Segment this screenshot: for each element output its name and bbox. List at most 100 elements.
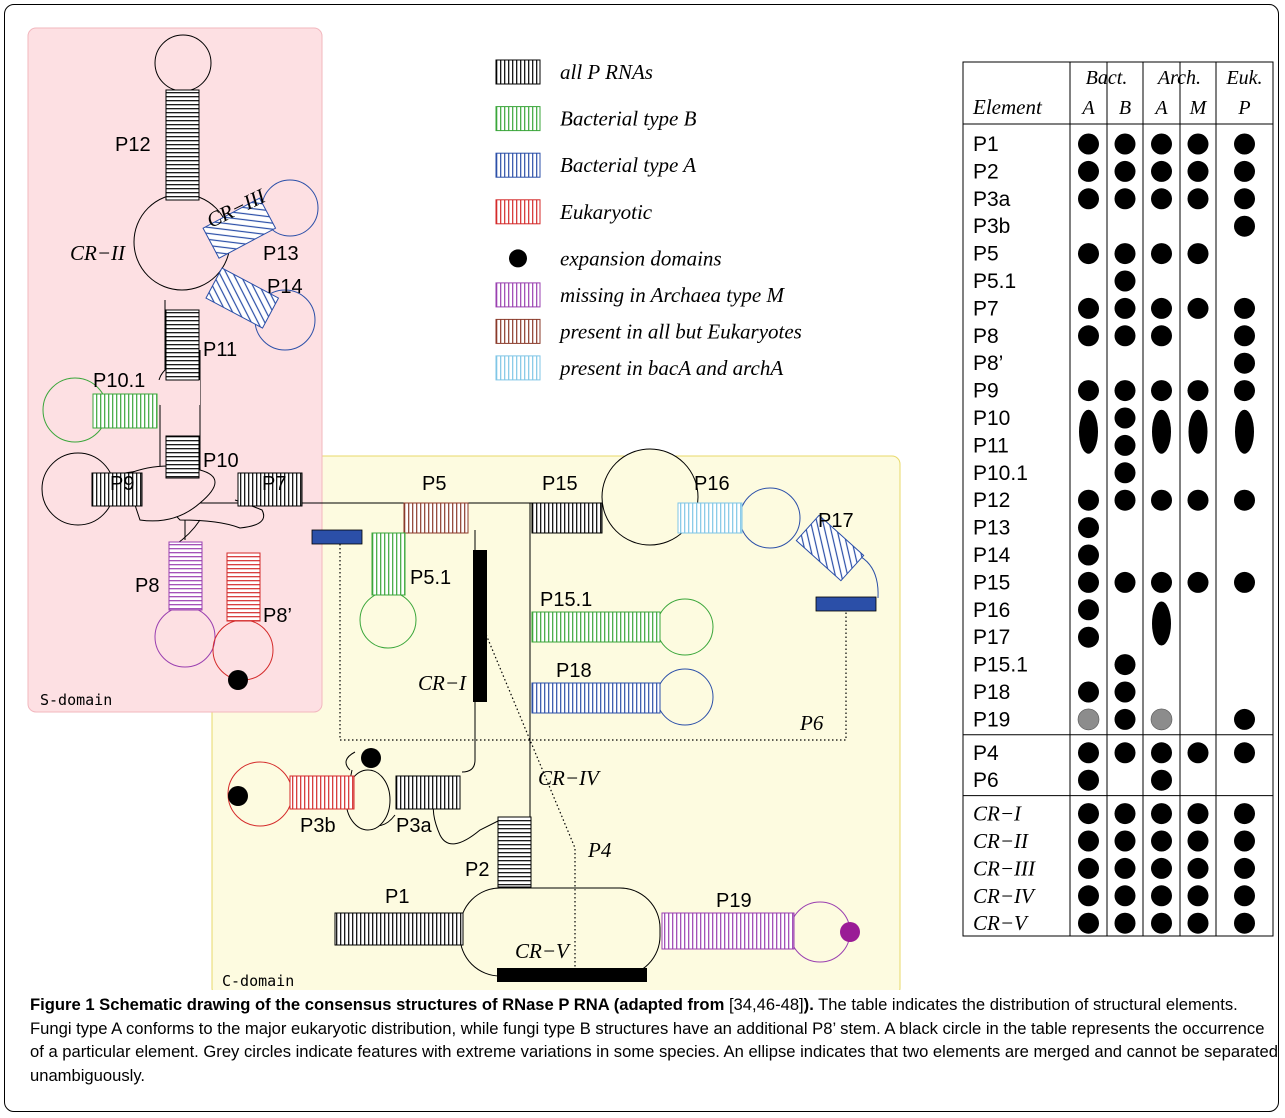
p15-stem [531, 502, 603, 534]
occurrence-dot [1078, 297, 1099, 319]
occurrence-dot [1234, 912, 1255, 934]
occurrence-dot [1187, 297, 1209, 319]
caption-lead-close: ). [803, 995, 814, 1014]
occurrence-dot [1234, 830, 1255, 852]
occurrence-dot [1078, 681, 1099, 703]
occurrence-dot [1114, 708, 1136, 730]
p8p-stem [226, 552, 261, 622]
occurrence-dot [1078, 188, 1099, 210]
occurrence-dot [1078, 571, 1099, 593]
label-p18: P18 [556, 660, 592, 682]
legend-label: Eukaryotic [559, 200, 653, 224]
table-row-label: P1 [973, 133, 999, 156]
p18-stem [531, 682, 661, 714]
occurrence-dot [1187, 380, 1209, 402]
table-column-header: P [1237, 97, 1250, 119]
expansion-dot [361, 748, 381, 768]
p7-stem [237, 472, 303, 507]
table-row-label: P16 [973, 599, 1010, 622]
s-domain-label: S-domain [40, 691, 112, 709]
label-p6: P6 [799, 711, 824, 735]
occurrence-dot [1151, 188, 1172, 210]
table-row-label: CR−IV [973, 884, 1036, 908]
label-cr4: CR−IV [538, 766, 601, 790]
occurrence-dot [1187, 133, 1209, 155]
occurrence-dot [1114, 885, 1136, 907]
cr5-bar [497, 968, 647, 982]
backbone [124, 300, 600, 888]
legend-swatch-icon [495, 282, 541, 308]
cr-bars [311, 529, 877, 982]
p12-stem [165, 89, 200, 201]
p8-stem [168, 541, 203, 611]
table-row-label: P14 [973, 544, 1011, 567]
caption-body: The table indicates the distribution of … [30, 995, 1278, 1085]
occurrence-dot [1151, 160, 1172, 182]
table-row-label: P8 [973, 325, 999, 348]
expansion-dot [228, 786, 248, 806]
p2-stem [497, 816, 532, 888]
p5-1-stem [371, 532, 406, 596]
occurrence-dot [1151, 885, 1172, 907]
occurrence-dot [1151, 830, 1172, 852]
merged-ellipse [1152, 409, 1171, 454]
legend-label: present in all but Eukaryotes [558, 319, 802, 343]
occurrence-dot [1078, 544, 1099, 566]
occurrence-dot [1151, 769, 1172, 791]
occurrence-dot [1114, 407, 1136, 429]
occurrence-dot [1234, 215, 1255, 237]
table-row-label: P5.1 [973, 270, 1016, 293]
occurrence-dot [1151, 380, 1172, 402]
table-row-label: P9 [973, 380, 999, 403]
occurrence-dot [1114, 654, 1136, 676]
occurrence-dot [1114, 243, 1136, 265]
table-column-header: B [1119, 97, 1131, 119]
caption-references: [34,46-48] [728, 995, 804, 1014]
occurrence-dot [1151, 489, 1172, 511]
c-domain-label: C-domain [222, 972, 294, 990]
legend-swatch-icon [495, 106, 541, 132]
pseudoknots [339, 544, 847, 968]
occurrence-dot [1187, 885, 1209, 907]
table-row-label: P18 [973, 681, 1010, 704]
table-row-label: P6 [973, 769, 999, 792]
expansion-dot [840, 922, 860, 942]
legend-swatch-icon [495, 152, 541, 178]
table-row-label: P11 [973, 434, 1009, 457]
expansion-dots [228, 670, 860, 942]
occurrence-dot [1187, 857, 1209, 879]
occurrence-dot [1151, 297, 1172, 319]
label-p11: P11 [203, 339, 237, 361]
occurrence-dot [1078, 133, 1099, 155]
legend-item: Eukaryotic [495, 199, 653, 225]
occurrence-dot [1187, 742, 1209, 764]
occurrence-dot [1151, 803, 1172, 825]
occurrence-dot [1234, 297, 1255, 319]
legend-swatch-icon [495, 355, 541, 381]
label-p2: P2 [465, 859, 489, 881]
occurrence-dot [1114, 912, 1136, 934]
table-row-label: P15.1 [973, 654, 1028, 677]
occurrence-dot [1187, 912, 1209, 934]
occurrence-dot [1234, 325, 1255, 347]
p10-1-stem [92, 393, 158, 429]
occurrence-dot [1114, 489, 1136, 511]
occurrence-dot [1114, 133, 1136, 155]
legend-item: present in bacA and archA [495, 355, 783, 381]
figure-caption: Figure 1 Schematic drawing of the consen… [30, 993, 1278, 1087]
table-row-label: P10 [973, 407, 1010, 430]
table-row-label: CR−III [973, 856, 1036, 880]
occurrence-dot [1078, 160, 1099, 182]
occurrence-dot [1114, 297, 1136, 319]
table-row-label: P7 [973, 297, 999, 320]
occurrence-dot [1078, 599, 1099, 621]
table-row-label: P3a [973, 188, 1011, 211]
p15-1-stem [531, 611, 661, 643]
occurrence-dot [1187, 160, 1209, 182]
table-row-label: P17 [973, 626, 1010, 649]
table-row-label: P10.1 [973, 462, 1028, 485]
occurrence-dot [1234, 885, 1255, 907]
legend-label: missing in Archaea type M [560, 283, 785, 307]
label-p10-1: P10.1 [93, 370, 145, 392]
